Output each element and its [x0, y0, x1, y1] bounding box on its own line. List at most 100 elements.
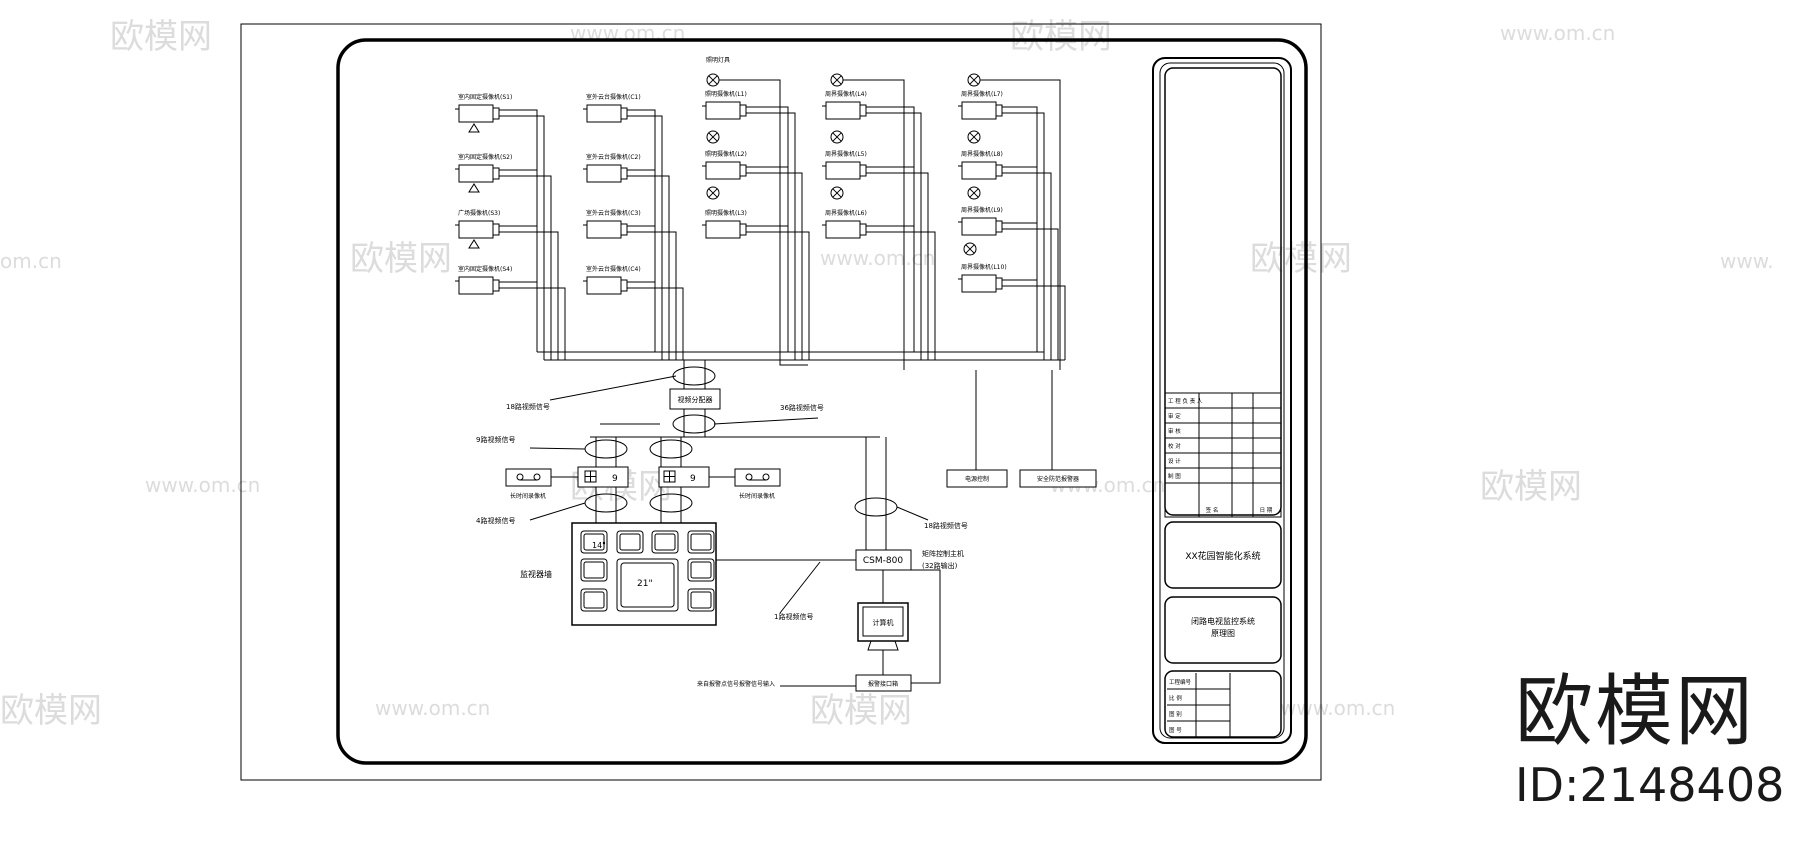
camera-c6: 室外云台摄像机(C2): [583, 153, 641, 183]
camera-label: 周界摄像机(L10): [961, 263, 1007, 271]
camera-label: 周界摄像机(L9): [961, 206, 1003, 214]
bundle-ellipse: [649, 493, 693, 513]
signature-col-label: 日 期: [1260, 507, 1273, 514]
bus-label-36: 36路视频信号: [780, 403, 824, 412]
bus-label-9: 9路视频信号: [476, 435, 515, 444]
power-control-box: [946, 469, 1008, 488]
watermark-logo: 欧模网: [110, 17, 212, 57]
camera-c2: 室内固定摄像机(S2): [455, 153, 512, 193]
monitor-14-screen: [687, 530, 715, 554]
matrix-note-line1: 矩阵控制主机: [922, 549, 964, 558]
monitor-wall-screens: [580, 530, 715, 612]
drawing-name-box: [1164, 596, 1282, 664]
monitor-wall: [571, 522, 717, 626]
bus-label-18b: 18路视频信号: [924, 521, 968, 530]
lamp-icon: [963, 242, 977, 256]
brand-id: ID:2148408: [1515, 758, 1785, 812]
watermark-logo: 欧模网: [350, 239, 452, 279]
lamp-icon: [967, 130, 981, 144]
lamp-layer: [706, 73, 981, 256]
bundle-ellipse: [672, 414, 716, 434]
info-row-label: 工程编号: [1169, 678, 1192, 686]
watermark-logo: 欧模网: [1010, 17, 1112, 57]
watermark-logo: 欧模网: [0, 691, 102, 731]
camera-label: 室外云台摄像机(C1): [586, 93, 641, 101]
power-control-label: 电源控制: [965, 475, 989, 483]
camera-label: 室内固定摄像机(S1): [458, 93, 512, 101]
camera-c8: 室外云台摄像机(C4): [583, 265, 641, 295]
right-recorder: [734, 468, 781, 487]
monitor-wall-label: 监视器墙: [520, 569, 552, 579]
camera-c7: 室外云台摄像机(C3): [583, 209, 641, 239]
right-recorder-label: 长时间录像机: [739, 492, 775, 500]
title-block-notes-area: [1164, 67, 1282, 516]
video-distributor-label: 视频分配器: [678, 395, 713, 404]
bundle-ellipse: [672, 366, 716, 386]
left-recorder: [505, 468, 552, 487]
alarm-input-label: 来自报警点信号报警信号输入: [697, 680, 775, 688]
camera-label: 周界摄像机(L6): [825, 209, 867, 217]
monitor-21-screen: [616, 558, 679, 612]
bus-label-1: 1路视频信号: [774, 612, 813, 621]
camera-label: 室内固定摄像机(S4): [458, 265, 512, 273]
watermark-logo: 欧模网: [810, 691, 912, 731]
camera-c12: 周界摄像机(L4): [822, 90, 867, 120]
watermark-url: www.om.cn: [145, 473, 260, 497]
camera-c10: 照明摄像机(L2): [702, 150, 747, 180]
camera-c4: 室内固定摄像机(S4): [455, 265, 512, 295]
camera-c9: 照明摄像机(L1): [702, 90, 747, 120]
left-recorder-label: 长时间录像机: [510, 492, 546, 500]
monitor-14-screen: [651, 530, 679, 554]
camera-c18: 周界摄像机(L10): [958, 263, 1007, 293]
wiring: [499, 79, 1066, 687]
watermark-url: www.om.cn: [820, 246, 935, 270]
watermark-url: om.cn: [0, 249, 62, 273]
brand-block: 欧模网 ID:2148408: [1515, 670, 1785, 812]
drawing-name-line1: 闭路电视监控系统: [1191, 616, 1255, 626]
signature-row-label: 审 定: [1168, 412, 1181, 420]
camera-c16: 周界摄像机(L8): [958, 150, 1003, 180]
bundle-ellipse: [584, 439, 628, 459]
computer-screen: [862, 606, 904, 637]
camera-label: 室外云台摄像机(C2): [586, 153, 641, 161]
watermark-url: www.: [1720, 249, 1774, 273]
bundle-ellipse: [584, 493, 628, 513]
alarm-interface-label: 报警接口箱: [868, 680, 898, 688]
outer-frame: [240, 23, 1322, 781]
signature-table: 工 程 负 责 人审 定审 核校 对设 计制 图签 名日 期: [1164, 392, 1282, 518]
camera-label: 照明摄像机(L3): [705, 209, 747, 217]
lamp-icon: [830, 186, 844, 200]
info-row-label: 比 例: [1169, 694, 1182, 702]
camera-label: 室外云台摄像机(C3): [586, 209, 641, 217]
lamp-icon: [967, 73, 981, 87]
lamp-icon: [706, 130, 720, 144]
title-block-outer: [1152, 57, 1292, 744]
monitor-14-label: 14": [592, 541, 606, 550]
watermark-url: www.om.cn: [1280, 696, 1395, 720]
signature-col-label: 签 名: [1206, 506, 1219, 514]
monitor-14-screen: [616, 530, 644, 554]
lamp-icon: [830, 130, 844, 144]
lamp-top-label: 照明灯具: [706, 56, 730, 64]
alarm-interface-box: [855, 674, 912, 692]
camera-label: 广场摄像机(S3): [458, 209, 500, 217]
watermark-logo: 欧模网: [1250, 239, 1352, 279]
monitor-14-screen: [580, 530, 608, 554]
info-box: [1164, 670, 1282, 738]
camera-label: 周界摄像机(L5): [825, 150, 867, 158]
signature-table-frame: [1164, 392, 1282, 518]
camera-c13: 周界摄像机(L5): [822, 150, 867, 180]
camera-c14: 周界摄像机(L6): [822, 209, 867, 239]
computer-stand: [867, 640, 899, 651]
camera-c1: 室内固定摄像机(S1): [455, 93, 512, 133]
quad-splitter-2-label: 9: [690, 474, 696, 484]
lamp-icon: [706, 73, 720, 87]
matrix-host-label: CSM-800: [863, 556, 903, 566]
video-distributor: [669, 388, 721, 410]
camera-label: 照明摄像机(L1): [705, 90, 747, 98]
watermark-logo: 欧模网: [1480, 467, 1582, 507]
title-block: 工 程 负 责 人审 定审 核校 对设 计制 图签 名日 期 XX花园智能化系统…: [1152, 57, 1292, 744]
project-name: XX花园智能化系统: [1185, 550, 1260, 562]
